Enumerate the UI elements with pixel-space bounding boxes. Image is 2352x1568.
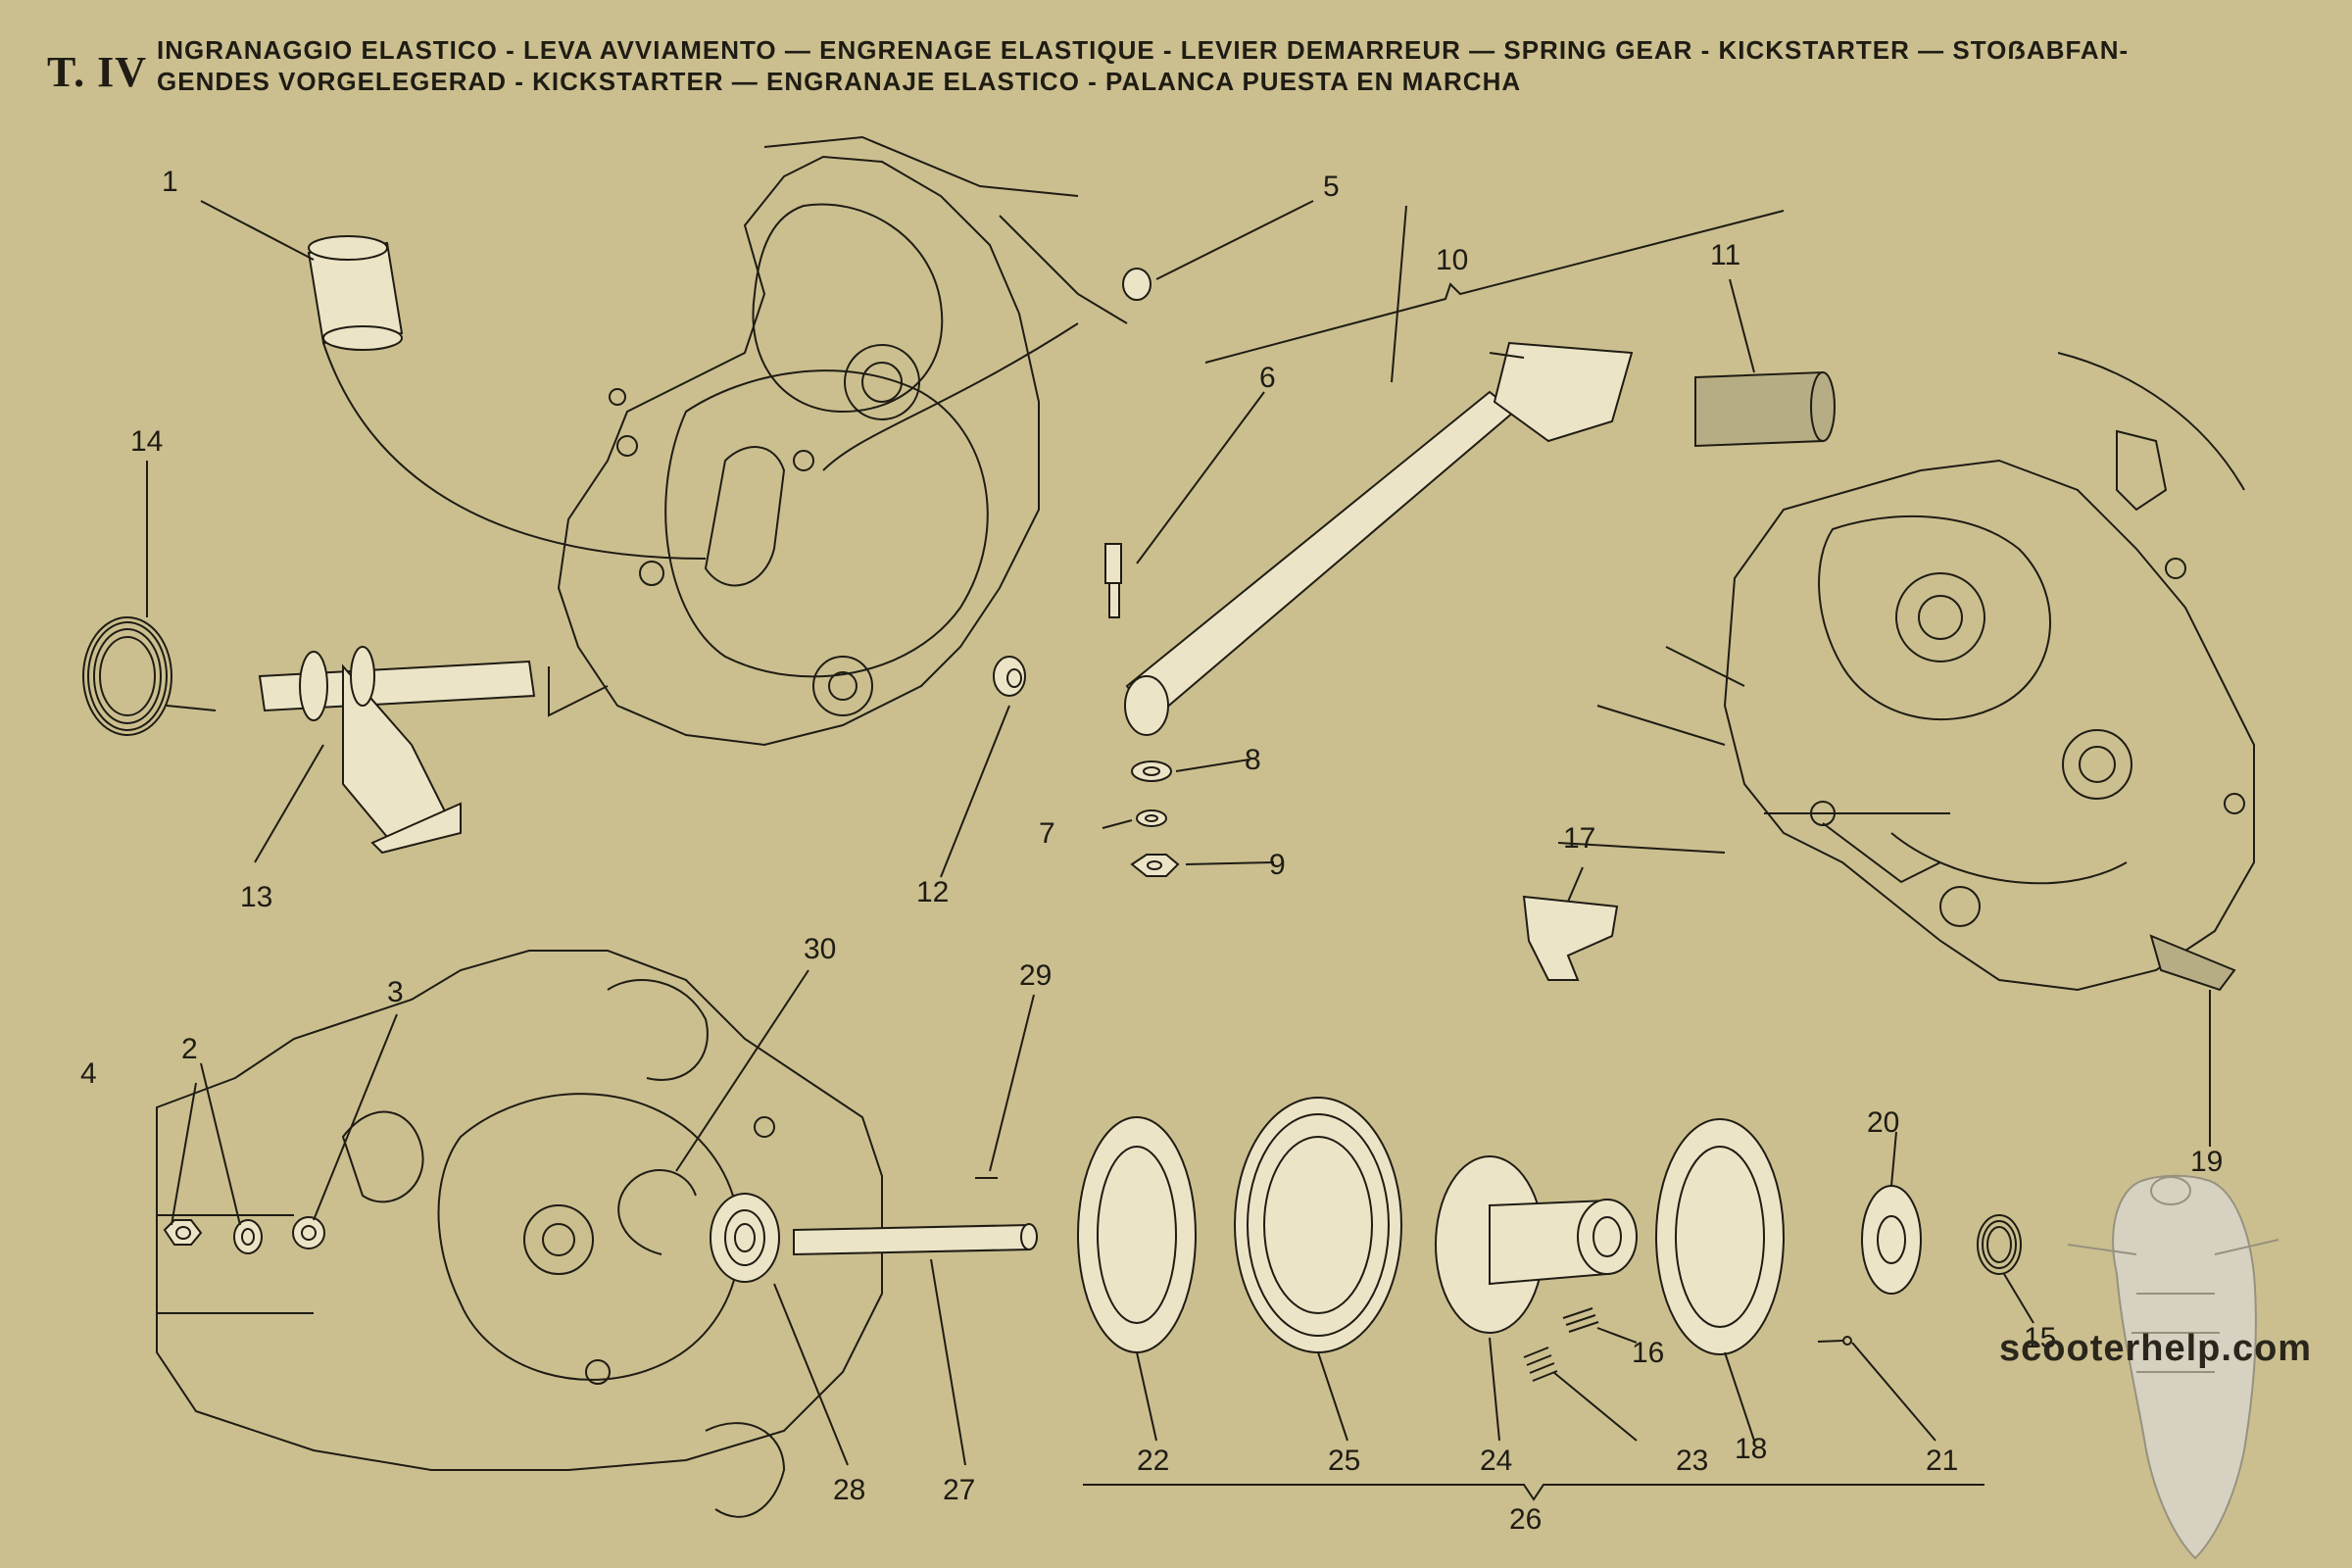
callout-numbers: 1 2 3 4 5 6 7 8 9 10 11 12 13 14 15 16 1… bbox=[80, 166, 2223, 1536]
group-bracket-10 bbox=[1204, 210, 1785, 364]
part-2-washer bbox=[233, 1219, 263, 1254]
part-28-ball-bearing bbox=[710, 1193, 780, 1283]
callout-26: 26 bbox=[1509, 1503, 1542, 1536]
callout-19: 19 bbox=[2190, 1146, 2223, 1178]
callout-17: 17 bbox=[1563, 822, 1595, 855]
part-25-ring-gear bbox=[1234, 1097, 1402, 1353]
callout-6: 6 bbox=[1259, 362, 1276, 394]
callout-1: 1 bbox=[162, 166, 178, 198]
part-6-bolt bbox=[1104, 543, 1122, 618]
callout-30: 30 bbox=[804, 933, 836, 965]
callout-14: 14 bbox=[130, 425, 163, 458]
part-10-kickstart-lever bbox=[1124, 341, 1634, 736]
callout-27: 27 bbox=[943, 1474, 975, 1506]
callout-13: 13 bbox=[240, 881, 272, 913]
callout-12: 12 bbox=[916, 876, 949, 908]
callout-10: 10 bbox=[1436, 244, 1468, 276]
part-17-bracket bbox=[1522, 895, 1619, 981]
callout-18: 18 bbox=[1735, 1433, 1767, 1465]
part-23-spring bbox=[1523, 1347, 1558, 1382]
callout-5: 5 bbox=[1323, 171, 1340, 203]
casing-upper-left bbox=[548, 135, 1128, 747]
part-1-bearing-sleeve bbox=[307, 235, 404, 351]
callout-4: 4 bbox=[80, 1057, 97, 1090]
part-16-spring bbox=[1562, 1307, 1599, 1333]
part-13-kickstart-shaft bbox=[258, 646, 536, 855]
callout-25: 25 bbox=[1328, 1445, 1360, 1477]
part-11-rubber-grip bbox=[1694, 370, 1836, 448]
part-15-spring bbox=[1977, 1214, 2022, 1275]
leader-arrow-1 bbox=[322, 342, 707, 560]
casing-lower bbox=[156, 950, 883, 1518]
part-19-pad bbox=[2149, 934, 2236, 992]
part-7-lock-washer bbox=[1136, 809, 1167, 827]
callout-23: 23 bbox=[1676, 1445, 1708, 1477]
callout-24: 24 bbox=[1480, 1445, 1512, 1477]
part-5-plug bbox=[1122, 268, 1152, 301]
part-18-thrust-washer bbox=[1655, 1118, 1785, 1355]
part-9-nut bbox=[1130, 854, 1180, 877]
callout-11: 11 bbox=[1710, 239, 1740, 271]
part-22-thrust-washer bbox=[1077, 1116, 1197, 1353]
part-30-circlip bbox=[617, 1169, 697, 1255]
title-line-1: INGRANAGGIO ELASTICO - LEVA AVVIAMENTO —… bbox=[157, 35, 2130, 65]
part-8-washer bbox=[1131, 760, 1172, 782]
callout-2: 2 bbox=[181, 1033, 198, 1065]
part-4-nut bbox=[163, 1219, 203, 1246]
callout-7: 7 bbox=[1039, 817, 1055, 850]
callout-28: 28 bbox=[833, 1474, 865, 1506]
scooter-logo bbox=[2067, 1174, 2279, 1560]
callout-3: 3 bbox=[387, 976, 404, 1008]
callout-8: 8 bbox=[1245, 744, 1261, 776]
part-14-spring bbox=[82, 616, 217, 736]
title-line-2: GENDES VORGELEGERAD - KICKSTARTER — ENGR… bbox=[157, 67, 1522, 96]
callout-15: 15 bbox=[2024, 1322, 2056, 1354]
callout-21: 21 bbox=[1926, 1445, 1958, 1477]
watermark-text: scooterhelp.com bbox=[1999, 1328, 2313, 1369]
leader-arrow-2 bbox=[822, 322, 1079, 471]
part-3-lock-washer bbox=[292, 1216, 325, 1250]
plate-number: T. IV bbox=[47, 48, 147, 96]
part-24-spring-gear-hub bbox=[1435, 1155, 1638, 1334]
group-bracket-26 bbox=[1083, 1484, 1984, 1501]
leader-lines bbox=[146, 200, 2211, 1466]
part-27-shaft bbox=[793, 1223, 1038, 1256]
casing-upper-right bbox=[1557, 352, 2255, 992]
part-12-bushing bbox=[993, 656, 1026, 697]
callout-16: 16 bbox=[1632, 1337, 1664, 1369]
part-21-pin bbox=[1817, 1336, 1852, 1346]
callout-20: 20 bbox=[1867, 1106, 1899, 1139]
callout-9: 9 bbox=[1269, 849, 1286, 881]
callout-22: 22 bbox=[1137, 1445, 1169, 1477]
callout-29: 29 bbox=[1019, 959, 1052, 992]
part-20-gear bbox=[1861, 1185, 1922, 1295]
